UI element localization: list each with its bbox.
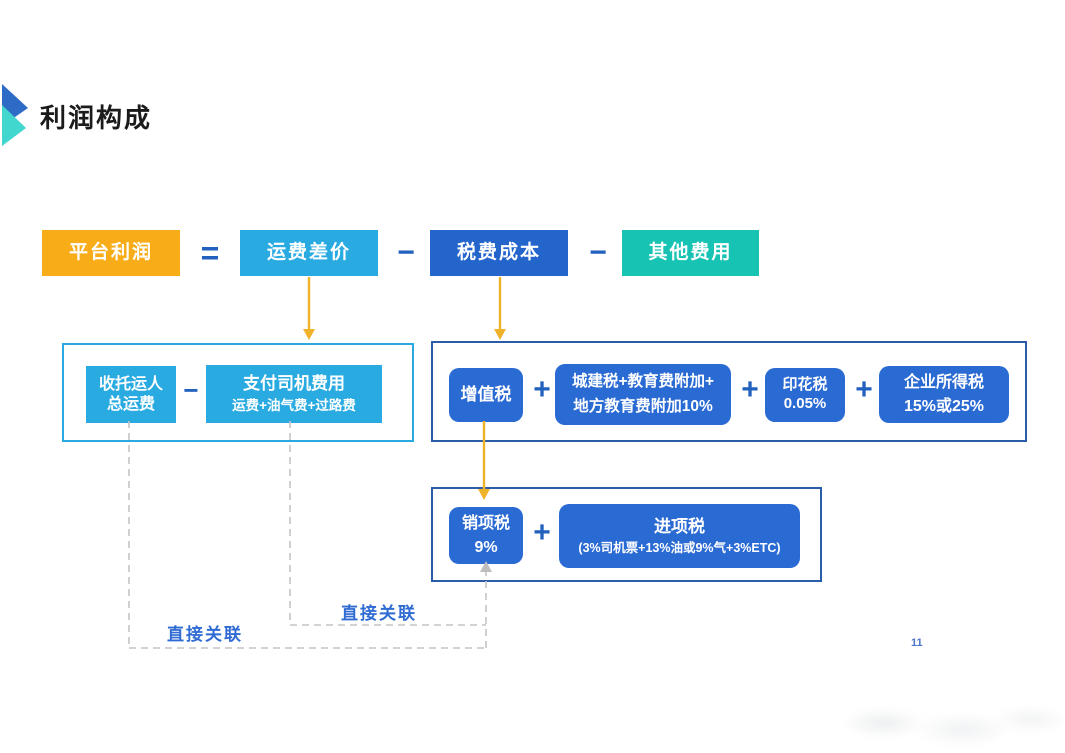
box-other-fees: 其他费用: [622, 230, 759, 276]
stamp-tax-title: 印花税: [782, 376, 828, 394]
connection-label-left: 直接关联: [167, 625, 243, 644]
consignor-freight-line1: 收托运人: [98, 375, 163, 393]
freight-detail-frame: 收托运人 总运费 − 支付司机费用 运费+油气费+过路费: [62, 343, 414, 442]
output-vat-rate: 9%: [474, 538, 498, 556]
operator-equals: =: [200, 234, 220, 271]
surtax-line2: 地方教育费附加10%: [573, 397, 713, 415]
page-number: 11: [911, 637, 923, 649]
driver-payment-subtitle: 运费+油气费+过路费: [232, 397, 356, 413]
box-surtax: 城建税+教育费附加+ 地方教育费附加10%: [555, 364, 731, 425]
box-income-tax: 企业所得税 15%或25%: [879, 366, 1009, 423]
operator-plus-vat: +: [533, 515, 551, 549]
surtax-line1: 城建税+教育费附加+: [571, 373, 715, 391]
input-vat-subtitle: (3%司机票+13%油或9%气+3%ETC): [578, 540, 781, 555]
box-platform-profit: 平台利润: [42, 230, 180, 276]
operator-minus-freight: −: [183, 375, 199, 405]
box-input-vat: 进项税 (3%司机票+13%油或9%气+3%ETC): [559, 504, 800, 568]
box-consignor-freight: 收托运人 总运费: [86, 366, 176, 423]
box-vat: 增值税: [449, 368, 523, 422]
box-tax-cost: 税费成本: [430, 230, 568, 276]
tax-detail-frame: 增值税 + 城建税+教育费附加+ 地方教育费附加10% + 印花税 0.05% …: [431, 341, 1027, 442]
input-vat-title: 进项税: [654, 516, 705, 536]
operator-plus-3: +: [855, 372, 873, 406]
operator-minus-1: −: [397, 236, 415, 269]
box-stamp-tax: 印花税 0.05%: [765, 368, 845, 422]
box-freight-margin: 运费差价: [240, 230, 378, 276]
title-chevron-icon: [2, 84, 28, 146]
operator-plus-1: +: [533, 372, 551, 406]
income-tax-title: 企业所得税: [903, 374, 984, 392]
stamp-tax-rate: 0.05%: [783, 395, 827, 412]
vat-detail-frame: 销项税 9% + 进项税 (3%司机票+13%油或9%气+3%ETC): [431, 487, 822, 582]
operator-minus-2: −: [589, 236, 607, 269]
box-driver-payment: 支付司机费用 运费+油气费+过路费: [206, 365, 382, 423]
operator-plus-2: +: [741, 372, 759, 406]
box-output-vat: 销项税 9%: [449, 507, 523, 564]
connection-label-right: 直接关联: [341, 604, 417, 623]
flow-arrow-tax-head: [494, 329, 506, 340]
watermark-smudge: [838, 686, 1065, 753]
driver-payment-title: 支付司机费用: [243, 374, 345, 394]
consignor-freight-line2: 总运费: [106, 395, 155, 413]
page-title: 利润构成: [40, 103, 153, 133]
output-vat-title: 销项税: [461, 514, 510, 532]
flow-arrow-freight-head: [303, 329, 315, 340]
income-tax-rate: 15%或25%: [903, 397, 985, 415]
